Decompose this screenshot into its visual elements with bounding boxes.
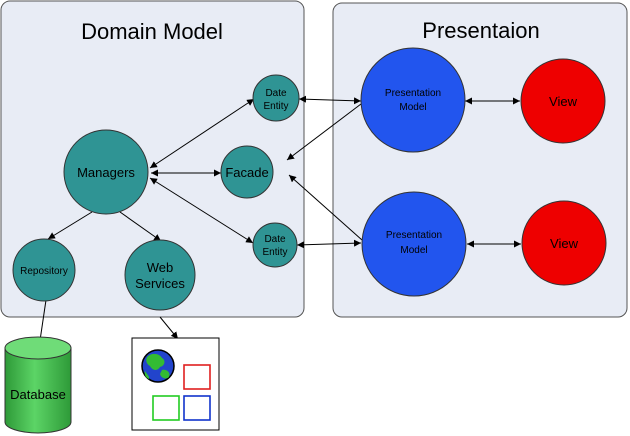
managers-node: Managers	[63, 129, 149, 215]
repository-node: Repository	[12, 238, 76, 302]
presentation-title: Presentaion	[422, 18, 539, 43]
presentation-model-bottom-line2: Model	[400, 245, 427, 256]
edge-managers-repository	[47, 211, 93, 240]
date-entity-top-line1: Date	[265, 88, 287, 99]
edge-presentation-model-bottom-facade	[288, 174, 363, 241]
edge-presentation-model-top-facade	[286, 103, 362, 161]
presentation-model-bottom-line1: Presentation	[386, 230, 442, 241]
web-services-line2: Services	[135, 276, 185, 291]
database-label: Database	[10, 387, 66, 402]
edge-web-services-window	[159, 316, 179, 340]
facade-label: Facade	[225, 165, 268, 180]
window-square-green	[152, 395, 180, 421]
window-square-blue	[183, 395, 211, 421]
globe-icon	[141, 349, 175, 383]
repository-label: Repository	[20, 266, 68, 277]
date-entity-top-line2: Entity	[263, 101, 288, 112]
domain-model-title: Domain Model	[81, 19, 223, 44]
view-bottom-node: View	[521, 200, 607, 286]
web-services-line1: Web	[147, 260, 174, 275]
edge-date-entity-top-presentation-model-top	[298, 95, 362, 105]
date-entity-bottom-node: Date Entity	[252, 222, 298, 268]
managers-label: Managers	[77, 165, 135, 180]
web-window-icon	[131, 337, 220, 431]
presentation-model-top-node: Presentation Model	[360, 47, 466, 153]
facade-node: Facade	[220, 145, 274, 199]
database-cylinder: Database	[4, 336, 72, 434]
presentation-model-top-line2: Model	[399, 102, 426, 113]
edge-managers-date-entity-top	[149, 98, 255, 169]
edge-date-entity-bottom-presentation-model-bottom	[296, 239, 362, 249]
window-square-red	[183, 364, 211, 390]
view-top-label: View	[549, 94, 578, 109]
date-entity-top-node: Date Entity	[252, 74, 300, 122]
edge-managers-web-services	[119, 211, 162, 242]
presentation-model-top-line1: Presentation	[385, 88, 441, 99]
date-entity-bottom-line2: Entity	[262, 247, 287, 258]
presentation-model-bottom-node: Presentation Model	[361, 191, 467, 297]
date-entity-bottom-line1: Date	[264, 234, 286, 245]
web-services-node: Web Services	[124, 239, 196, 311]
edge-managers-date-entity-bottom	[149, 177, 254, 244]
view-top-node: View	[520, 58, 606, 144]
view-bottom-label: View	[550, 236, 579, 251]
